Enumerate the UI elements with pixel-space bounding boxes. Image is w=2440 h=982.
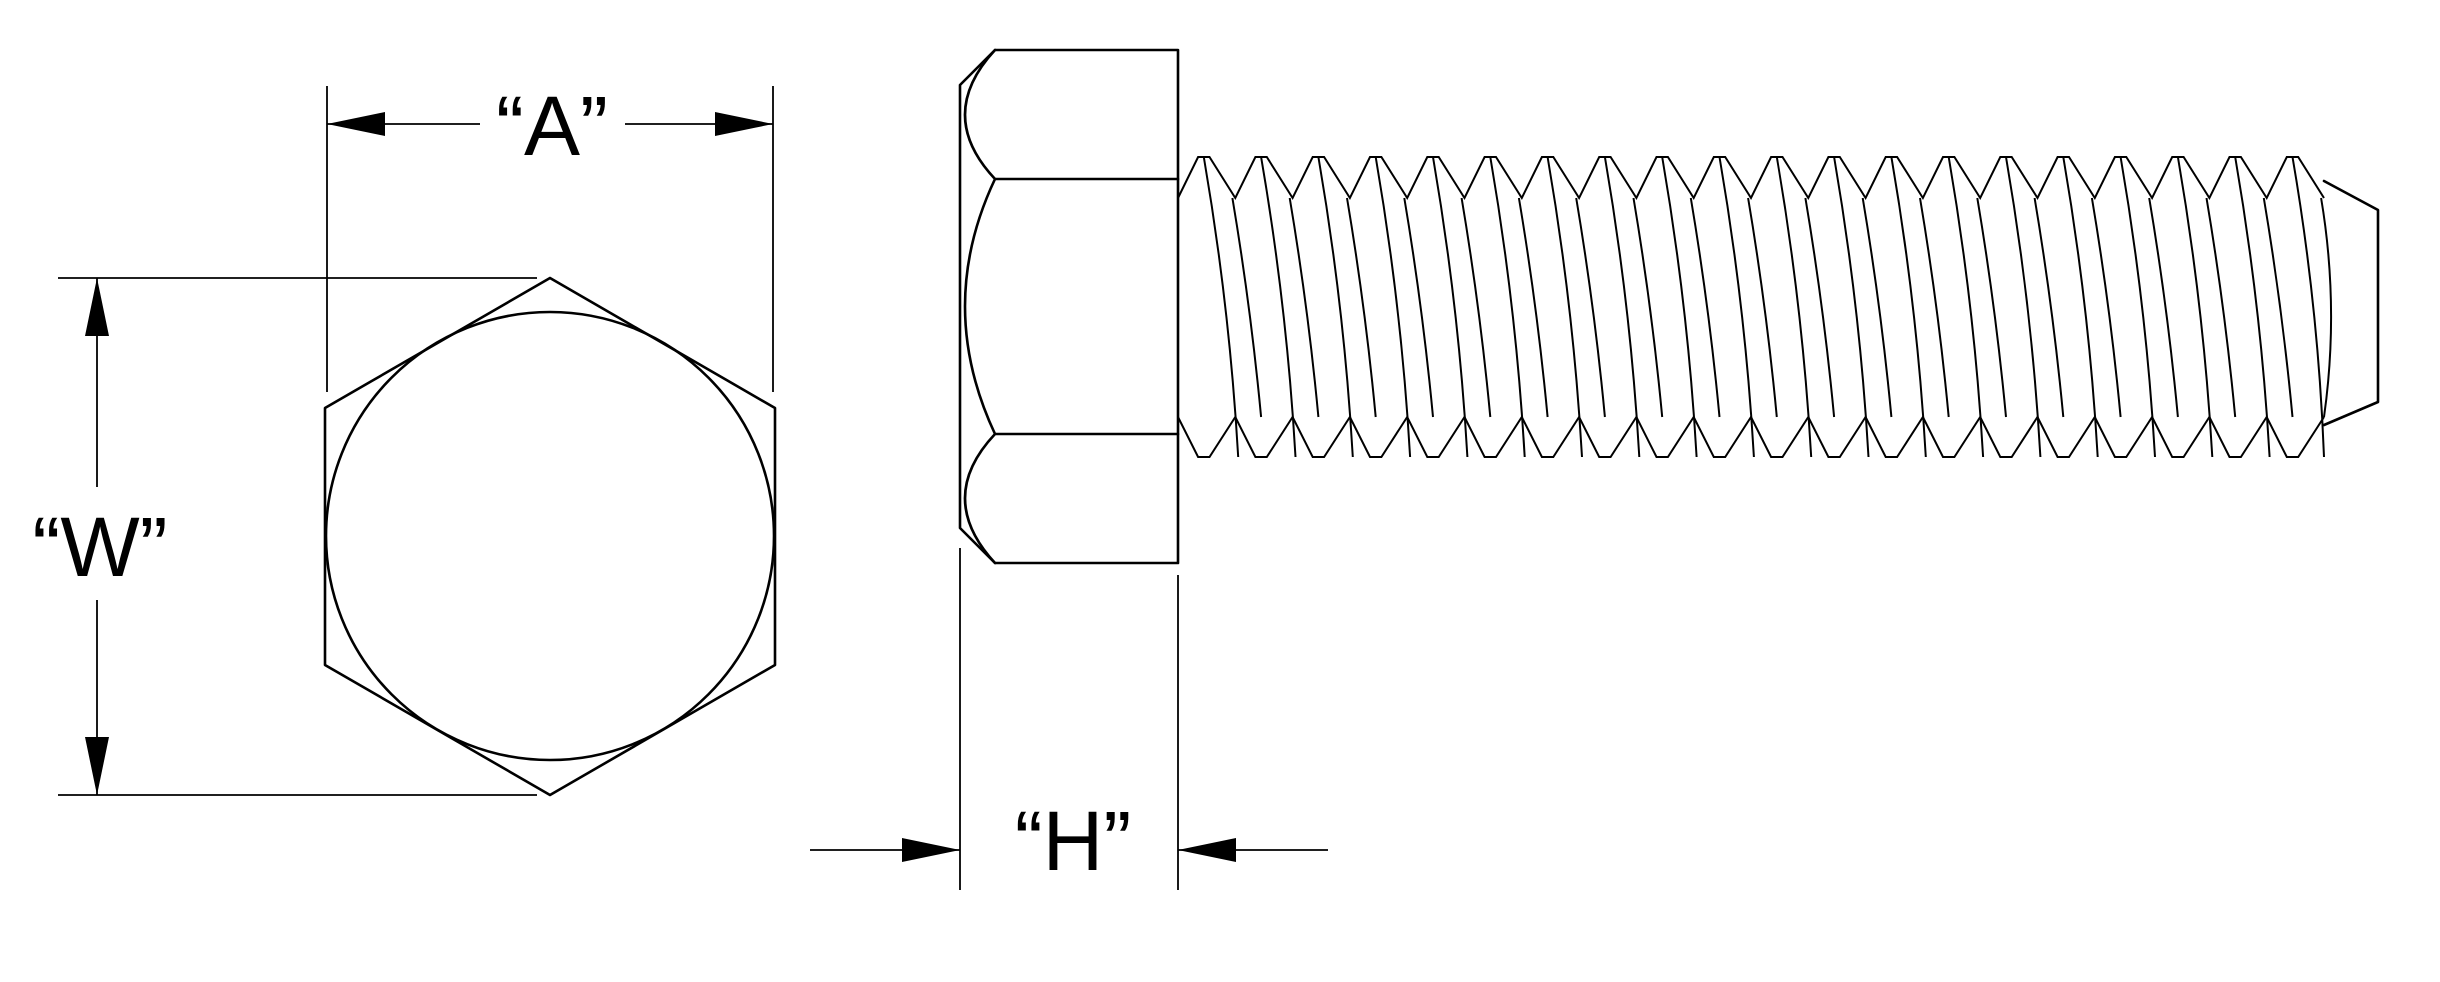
threaded-shank — [1177, 156, 2333, 458]
thread-root-line — [1747, 197, 1778, 418]
label-a: “A” — [496, 79, 608, 173]
dimension-a: “A” — [326, 79, 774, 392]
thread-crest-line — [2062, 156, 2099, 458]
thread-root-line — [1346, 197, 1377, 418]
thread-root-line — [2090, 197, 2122, 418]
thread-crest-line — [2291, 156, 2325, 458]
hex-outline — [323, 276, 777, 797]
thread-root-line — [1632, 197, 1664, 418]
thread-root-line — [1976, 197, 2007, 418]
thread-root-line — [1575, 197, 1606, 418]
thread-crest-line — [1432, 156, 1469, 458]
bolt-head-side — [958, 48, 1180, 565]
thread-root-line — [1231, 197, 1263, 418]
thread-crest-line — [1546, 156, 1583, 458]
thread-root-line — [2148, 197, 2179, 418]
arrowhead-a-left — [327, 112, 385, 136]
dimension-w: “W” — [32, 277, 537, 796]
thread-crest-line — [1890, 156, 1927, 458]
dimension-h: “H” — [810, 548, 1328, 890]
thread-root-line — [1403, 197, 1434, 418]
thread-crest-line — [1661, 156, 1698, 458]
thread-crest-line — [1833, 156, 1870, 458]
thread-root-line — [1517, 197, 1549, 418]
arrowhead-w-top — [85, 278, 109, 336]
thread-crest-line — [1603, 156, 1641, 458]
thread-crest-line — [1718, 156, 1755, 458]
head-outline — [958, 48, 1180, 565]
thread-root-line — [1689, 197, 1721, 418]
thread-crest-line — [1374, 156, 1412, 458]
label-w: “W” — [32, 500, 167, 594]
thread-root-line — [2205, 197, 2237, 418]
arrowhead-h-left — [902, 838, 960, 862]
thread-crest-line — [2176, 156, 2214, 458]
hex-head-top-view — [323, 276, 777, 797]
thread-root-line — [2262, 197, 2294, 418]
thread-root-line — [1919, 197, 1950, 418]
thread-crest-line — [1947, 156, 1985, 458]
bolt-side-view — [958, 48, 2380, 565]
thread-root-line — [1460, 197, 1492, 418]
thread-crest-line — [1775, 156, 1813, 458]
shank-tip — [2322, 179, 2380, 427]
thread-profile-top — [1177, 156, 2325, 201]
arrowhead-h-right — [1178, 838, 1236, 862]
thread-root-line — [1861, 197, 1893, 418]
thread-crest-line — [1260, 156, 1297, 458]
thread-crest-line — [2234, 156, 2271, 458]
thread-root-line — [2320, 197, 2333, 418]
thread-crest-line — [2005, 156, 2042, 458]
head-chamfer-arc-middle — [963, 177, 997, 436]
thread-crest-line — [2119, 156, 2156, 458]
thread-root-line — [1288, 197, 1320, 418]
arrowhead-w-bottom — [85, 737, 109, 795]
bearing-circle — [324, 310, 776, 762]
thread-crest-line — [1489, 156, 1526, 458]
arrowhead-a-right — [715, 112, 773, 136]
head-chamfer-arc-bottom — [963, 432, 997, 565]
head-chamfer-arc-top — [963, 48, 997, 181]
thread-root-line — [1804, 197, 1836, 418]
thread-crest-line — [1317, 156, 1354, 458]
thread-crest-line — [1202, 156, 1240, 458]
label-h: “H” — [1015, 794, 1132, 888]
thread-root-line — [2033, 197, 2065, 418]
